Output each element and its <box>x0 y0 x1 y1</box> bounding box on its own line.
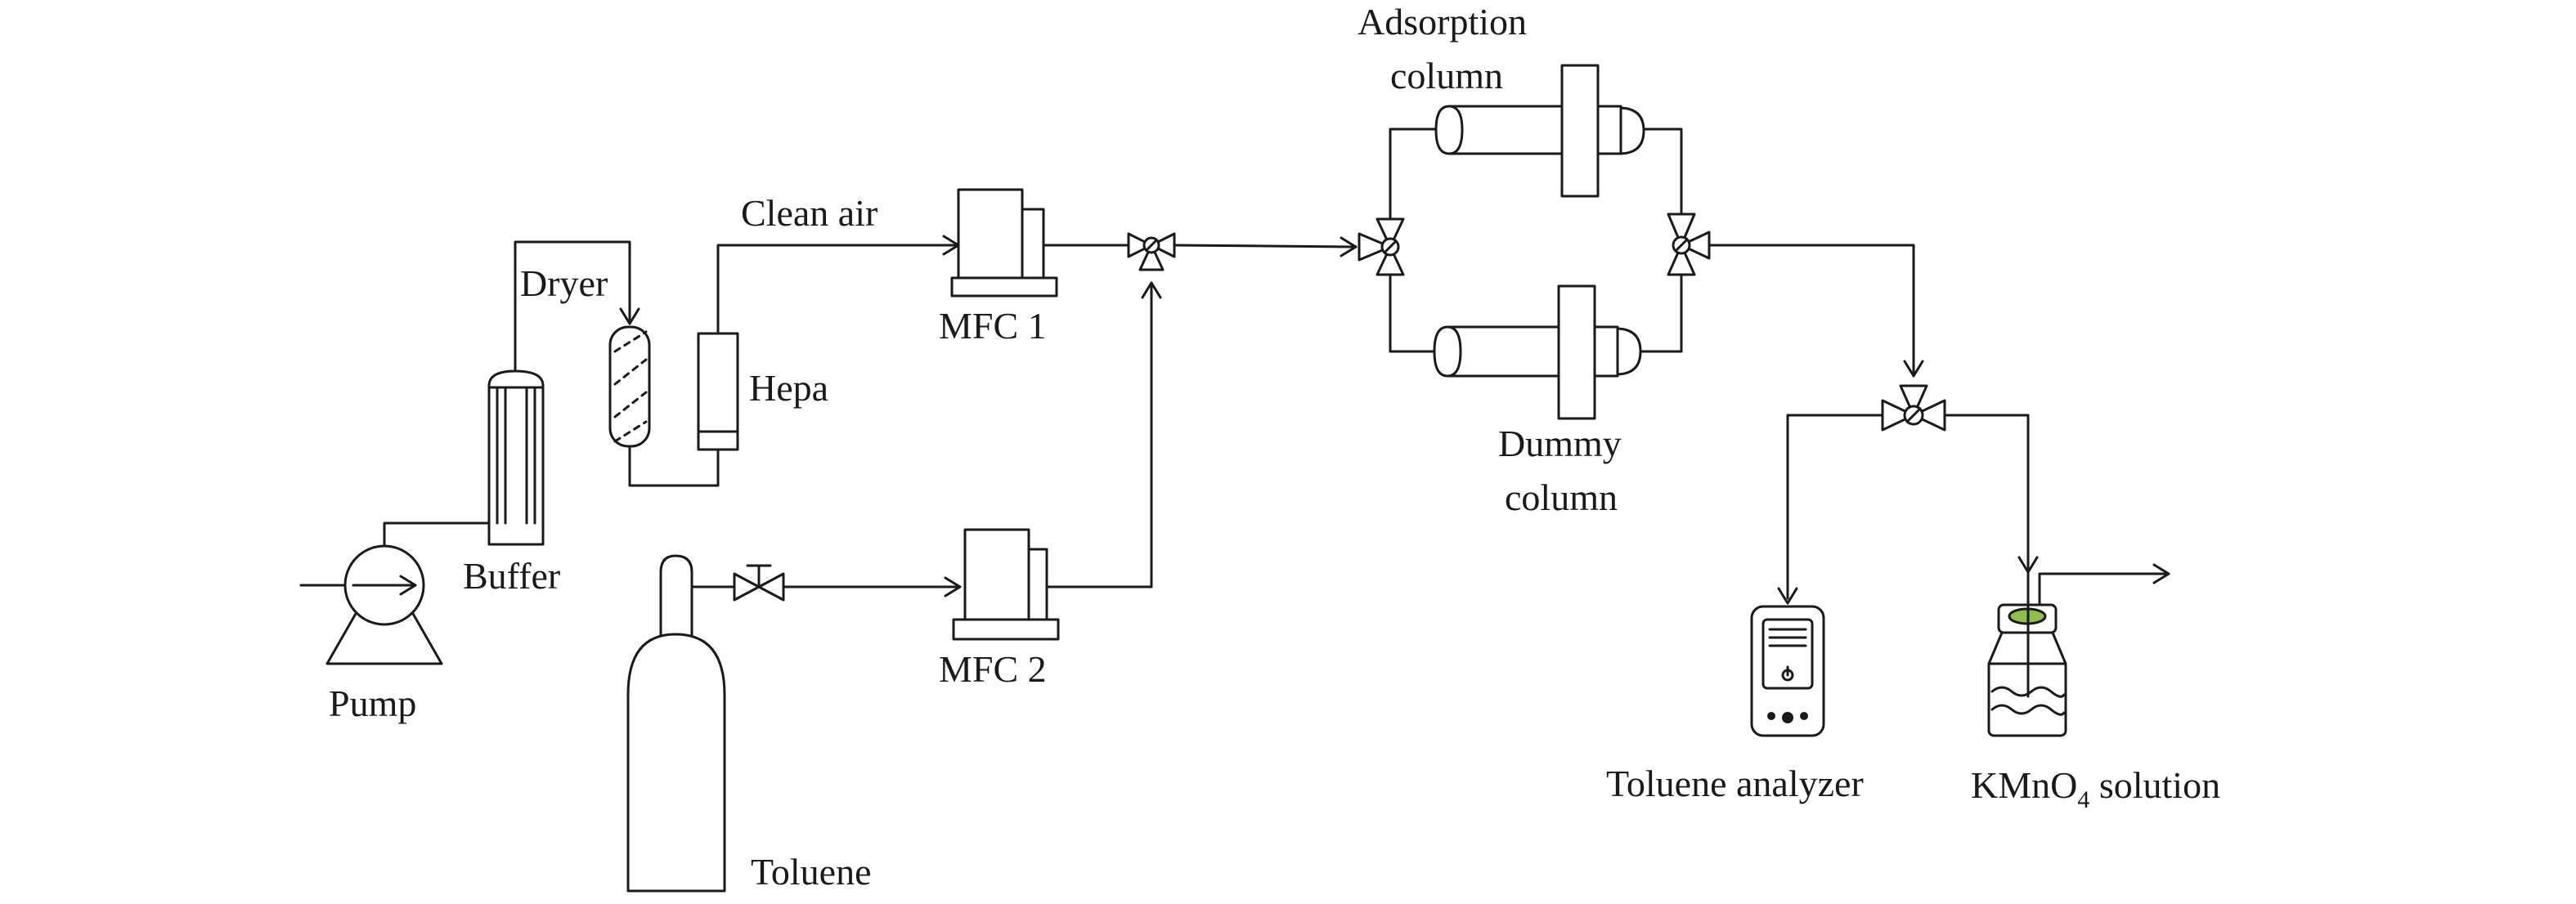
analyzer-button-3 <box>1800 712 1808 720</box>
outlet-valve <box>1667 213 1711 276</box>
kmno4-bottle <box>1987 571 2067 737</box>
selector-valve-left <box>1358 232 1392 262</box>
hepa-body <box>697 332 739 451</box>
arrow-dryer-inlet <box>619 307 640 325</box>
buffer <box>487 369 545 546</box>
distribution-valve-top <box>1899 384 1928 417</box>
distribution-to-analyzer-pipe <box>1786 414 1883 600</box>
analyzer-button-1 <box>1767 712 1775 720</box>
dummy-to-outlet-pipe <box>1639 273 1683 353</box>
clean-air-label: Clean air <box>741 192 877 234</box>
kmno4-label-main: KMnO <box>1971 764 2077 806</box>
pump-direction-arrow <box>352 575 417 596</box>
dryer-label: Dryer <box>520 262 608 304</box>
exhaust-pipe <box>2038 572 2169 656</box>
arrow-analyzer-inlet <box>1777 587 1798 605</box>
cylinder-body <box>626 633 726 893</box>
outlet-valve-bottom <box>1667 244 1696 276</box>
mfc1-label: MFC 1 <box>939 305 1047 347</box>
kmno4-label-tail: solution <box>2089 764 2220 806</box>
dummy-flange <box>1557 284 1596 420</box>
dryer-packing <box>613 330 648 443</box>
distribution-valve-hub-mark <box>1905 407 1922 423</box>
distribution-valve <box>1881 384 1946 432</box>
hepa-to-mfc1-pipe <box>716 244 960 335</box>
mfc2-base <box>952 618 1060 641</box>
mixing-valve <box>1127 232 1176 271</box>
mfc2-to-mix-pipe <box>1045 281 1153 588</box>
outlet-valve-top <box>1667 213 1696 247</box>
dryer-to-hepa-pipe <box>628 446 720 487</box>
mixing-valve-bottom <box>1138 244 1165 271</box>
mixing-valve-left <box>1127 232 1153 258</box>
toluene-cylinder <box>626 554 726 893</box>
mix-to-selector-pipe <box>1173 244 1358 248</box>
buffer-vessel <box>487 369 545 546</box>
mfc1 <box>950 188 1058 298</box>
flow-arrows <box>350 235 2170 605</box>
arrow-mfc1-inlet <box>942 235 960 256</box>
adsorption-flange <box>1560 64 1600 198</box>
adsorption-to-outlet-pipe <box>1642 128 1683 216</box>
mfc2-label: MFC 2 <box>939 648 1047 690</box>
arrow-selector-inlet <box>1340 236 1358 257</box>
arrow-mix-inlet <box>1141 281 1162 299</box>
liquid-wave-2 <box>1990 704 2066 716</box>
hepa-label: Hepa <box>749 367 828 409</box>
arrow-bottle-inlet <box>2017 556 2039 574</box>
kmno4-label: KMnO4 solution <box>1971 764 2220 813</box>
buffer-to-dryer-pipe <box>514 240 631 379</box>
selector-to-adsorption-pipe <box>1389 128 1441 221</box>
selector-valve-hub-mark <box>1383 239 1398 254</box>
outlet-valve-right <box>1680 230 1711 260</box>
mixing-valve-hub-mark <box>1145 239 1158 252</box>
dryer-body <box>608 325 651 448</box>
liquid-wave-1 <box>1990 686 2066 698</box>
adsorption-column <box>1434 64 1645 198</box>
selector-to-dummy-pipe <box>1389 273 1439 353</box>
outlet-valve-hub-mark <box>1674 238 1689 253</box>
toluene-analyzer <box>1750 605 1825 737</box>
pump <box>325 544 443 665</box>
outlet-to-distribution-pipe <box>1708 244 1915 378</box>
needle-valve <box>733 564 785 602</box>
mfc1-base <box>950 276 1058 298</box>
distribution-to-bottle-pipe <box>1945 414 2030 574</box>
analyzer-button-2 <box>1782 712 1793 723</box>
mfc2 <box>952 528 1060 641</box>
hepa-filter <box>697 332 739 451</box>
arrow-mfc2-inlet <box>944 576 962 597</box>
buffer-label: Buffer <box>463 555 560 597</box>
analyzer-label: Toluene analyzer <box>1606 763 1864 804</box>
dummy-column <box>1433 284 1642 420</box>
pipes <box>299 128 2169 656</box>
dummy-right-cap <box>1614 327 1642 376</box>
kmno4-label-subscript: 4 <box>2077 786 2089 813</box>
mixing-valve-right <box>1150 232 1176 258</box>
selector-valve-bottom <box>1376 245 1405 276</box>
mfc2-front-panel <box>963 528 1030 621</box>
selector-valve-top <box>1376 217 1405 248</box>
mfc1-front-panel <box>957 188 1024 280</box>
arrow-distribution-inlet <box>1903 360 1924 378</box>
dummy-label-line1: Dummy <box>1498 423 1622 464</box>
dummy-tube-end <box>1446 325 1462 378</box>
adsorption-label-line2: column <box>1390 55 1503 96</box>
distribution-valve-left <box>1881 399 1915 432</box>
pump-label: Pump <box>329 682 416 724</box>
adsorption-right-cap <box>1618 106 1645 155</box>
distribution-valve-right <box>1912 399 1946 432</box>
adsorption-label-line1: Adsorption <box>1358 1 1527 43</box>
dummy-label-line2: column <box>1505 477 1618 518</box>
adsorption-tube-end <box>1447 105 1464 155</box>
dryer <box>608 325 651 448</box>
labels: Pump Buffer Dryer Hepa Clean air MFC 1 M… <box>329 1 2220 893</box>
selector-valve <box>1358 217 1405 276</box>
cylinder-neck <box>659 554 693 639</box>
arrow-exhaust <box>2152 563 2170 584</box>
toluene-label: Toluene <box>751 851 872 893</box>
